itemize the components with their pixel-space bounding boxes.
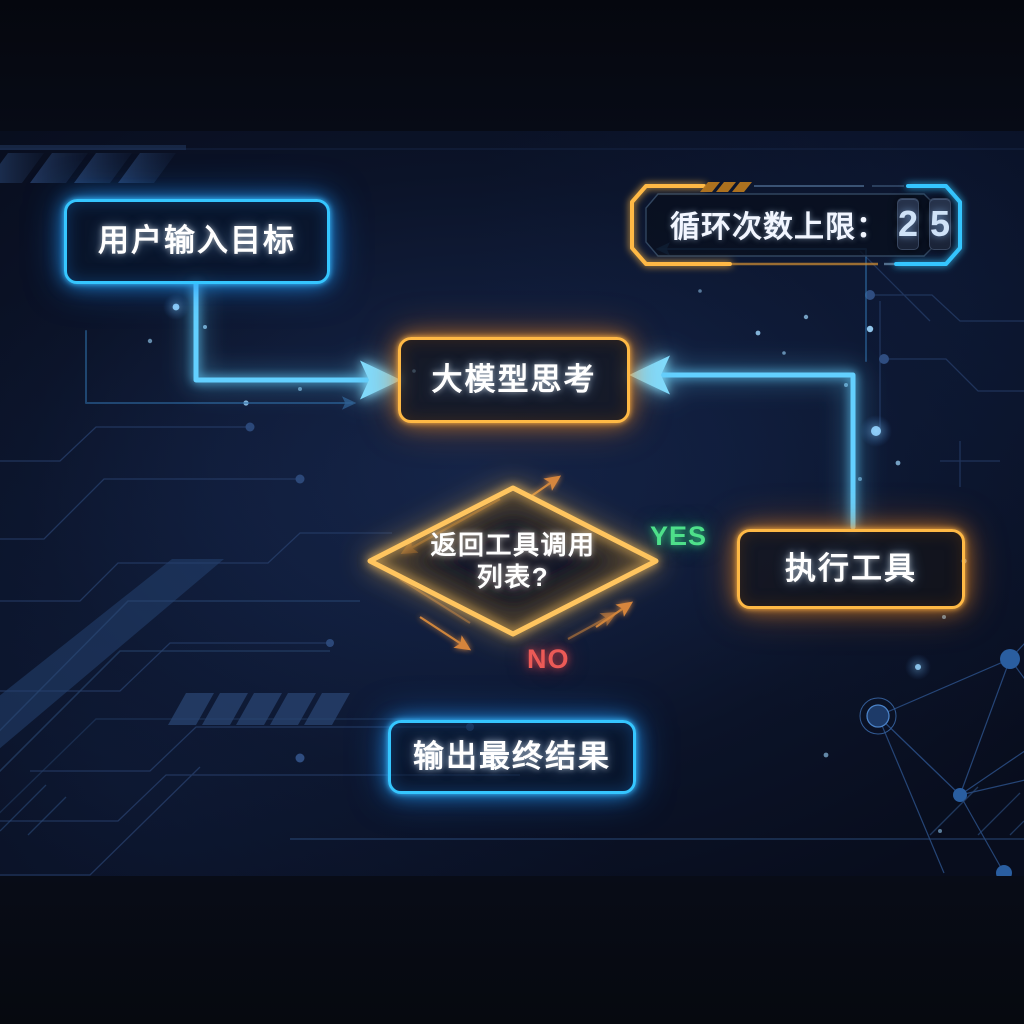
edge-input-to-think [193,281,402,400]
background-decoration [0,145,1024,876]
decision-shape-layer [367,475,659,651]
circuit-traces-right [859,250,1024,487]
node-tool-call-decision[interactable]: 返回工具调用 列表? [368,486,658,636]
decision-label-line2: 列表? [476,562,550,592]
loop-limit-badge[interactable]: 循环次数上限： 2 5 [628,180,965,269]
edge-tool-to-think [628,355,856,530]
circuit-nodes-right [865,290,889,364]
node-tool-call-decision-text: 返回工具调用 列表? [368,486,658,636]
node-user-input-goal[interactable]: 用户输入目标 [64,199,330,284]
corner-chevrons-bottom-left [0,784,67,836]
loop-limit-digit-tens: 2 [897,198,920,250]
circuit-node [295,753,305,763]
loop-limit-label: 循环次数上限： [670,211,887,244]
node-execute-tool-label: 执行工具 [785,550,917,586]
corner-chevrons-bottom-right [929,786,1024,836]
flow-edges [85,242,867,727]
edge-label-yes: YES [650,521,708,551]
loop-limit-badge-frame [630,182,962,266]
corner-stripes-bottom-left [168,693,350,725]
edge-label-no: NO [527,644,570,674]
loop-limit-digit-ones: 5 [929,198,952,250]
network-graph [859,643,1024,876]
node-execute-tool[interactable]: 执行工具 [737,529,965,609]
node-final-output-label: 输出最终结果 [413,738,611,774]
node-user-input-goal-label: 用户输入目标 [98,223,296,259]
letterbox-bottom [0,876,1024,1024]
particle-glows [163,294,931,680]
node-llm-thinking[interactable]: 大模型思考 [398,337,630,423]
letterbox-top [0,0,1024,131]
decision-diamond [367,485,659,637]
decision-label-line1: 返回工具调用 [430,529,596,560]
node-final-output[interactable]: 输出最终结果 [388,720,636,794]
diagram-panel: 循环次数上限： 2 5 用户输入目标 大模型思考 返回工具调用 列表? 执行工具… [0,131,1024,876]
loop-limit-content: 循环次数上限： 2 5 [656,190,952,258]
node-llm-thinking-label: 大模型思考 [431,361,597,397]
corner-stripes-top-left [0,145,186,183]
